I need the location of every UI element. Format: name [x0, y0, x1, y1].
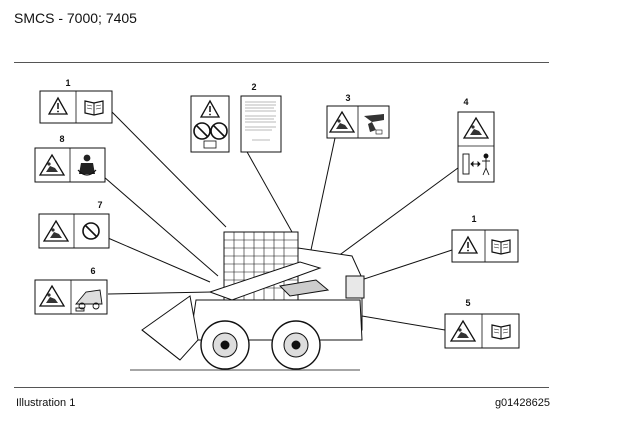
decal-5: 5 [444, 298, 520, 349]
skid-steer-loader [130, 231, 365, 371]
manual-book-icon [203, 140, 217, 149]
illustration-caption: Illustration 1 [16, 397, 76, 409]
footer-divider [14, 387, 549, 388]
text-panel [240, 95, 282, 153]
figure-id: g01428625 [494, 397, 550, 409]
hand-pinch-icon [364, 114, 384, 135]
decal-number: 3 [345, 93, 350, 103]
decal-number: 4 [463, 97, 468, 107]
decal-number: 7 [97, 200, 102, 210]
keep-distance-icon [462, 153, 490, 176]
decal-number: 2 [251, 82, 256, 92]
loader-arm-icon [75, 289, 103, 312]
decal-2: 2 [190, 82, 282, 153]
operator-seat-icon [77, 154, 97, 176]
decal-1-right: 1 [451, 214, 519, 263]
header-divider [14, 62, 549, 63]
decal-4: 4 [457, 97, 495, 183]
decal-number: 6 [90, 266, 95, 276]
decal-number: 8 [59, 134, 64, 144]
decal-3: 3 [326, 93, 390, 139]
leader-lines [95, 111, 463, 331]
decal-number: 1 [65, 78, 70, 88]
decal-number: 5 [465, 298, 470, 308]
decal-7: 7 [38, 200, 110, 249]
decal-6: 6 [34, 266, 108, 315]
document-header: SMCS - 7000; 7405 [14, 10, 137, 26]
decal-1-top: 1 [39, 78, 113, 124]
decal-8: 8 [34, 134, 106, 183]
decal-number: 1 [471, 214, 476, 224]
